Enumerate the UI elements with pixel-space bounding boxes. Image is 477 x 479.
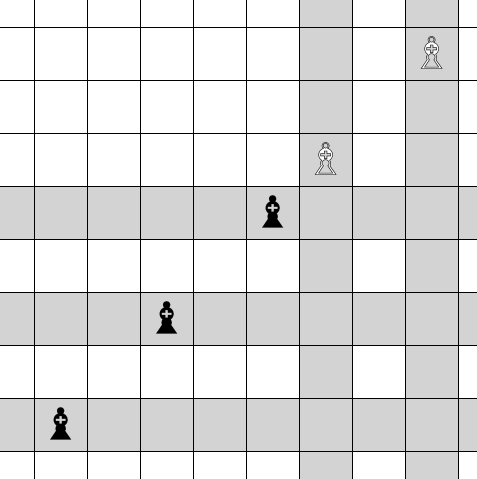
bishop-icon[interactable]: ♝ xyxy=(253,188,292,239)
bishop-icon[interactable]: ♝ xyxy=(147,294,186,345)
bishop-icon[interactable]: ♗ xyxy=(412,29,451,80)
bishop-icon[interactable]: ♝ xyxy=(41,400,80,451)
bishop-icon[interactable]: ♗ xyxy=(306,135,345,186)
